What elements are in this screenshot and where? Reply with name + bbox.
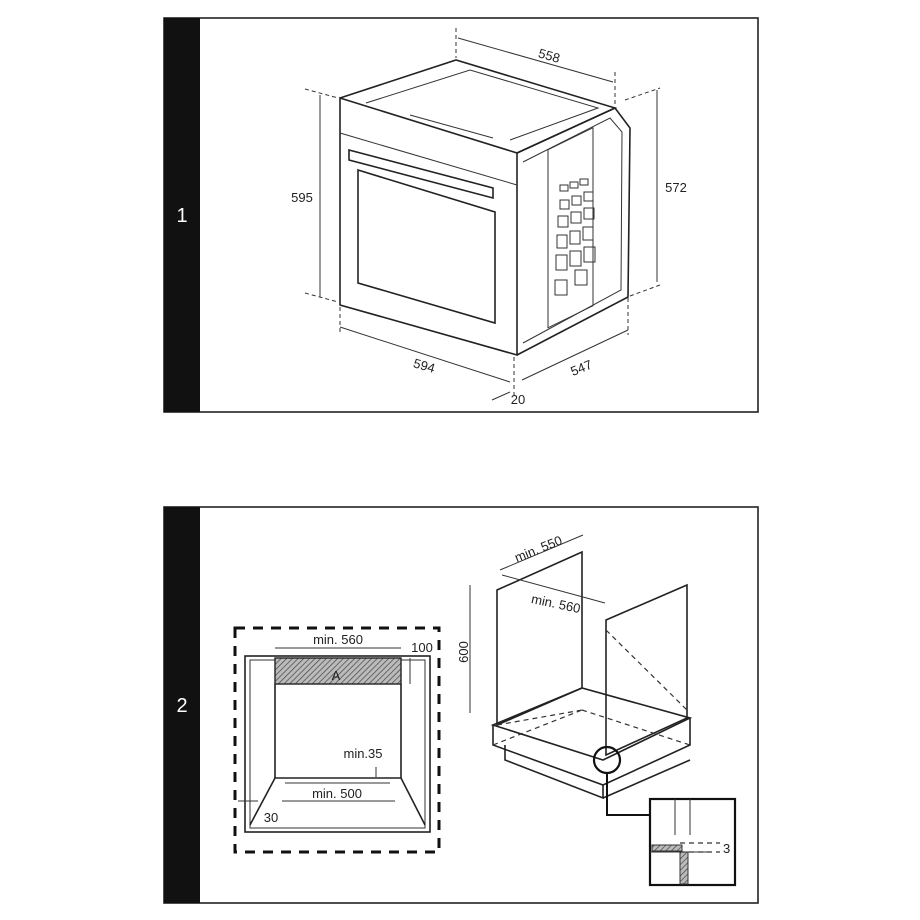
dim-min-500: min. 500 [312, 786, 362, 801]
vent-label-a: A [332, 668, 341, 683]
dim-3: 3 [723, 841, 730, 856]
dim-30: 30 [264, 810, 278, 825]
dim-min-550: min. 550 [512, 533, 564, 566]
panel-2-number-band [164, 507, 200, 903]
panel-2-number: 2 [176, 695, 187, 717]
dim-572: 572 [665, 180, 687, 195]
oven-drawing: 558 595 572 594 547 20 [291, 28, 687, 407]
dim-100: 100 [411, 640, 433, 655]
front-view-drawing: min. 560 100 A min.35 min. 500 30 [233, 626, 441, 854]
detail-inset: 3 [648, 797, 737, 887]
vent-area-a [274, 657, 402, 685]
dim-600: 600 [456, 641, 471, 663]
panel-1-number: 1 [176, 205, 187, 227]
panel-1-number-band [164, 18, 200, 412]
panel-2: 2 min. 560 100 A min.35 min. 500 30 [163, 506, 759, 904]
dim-min-560-front: min. 560 [313, 632, 363, 647]
dim-595: 595 [291, 190, 313, 205]
control-keys [554, 178, 596, 296]
dim-min-35: min.35 [343, 746, 382, 761]
panel-1-frame [163, 17, 759, 413]
dim-594: 594 [412, 355, 437, 375]
dim-547: 547 [568, 357, 594, 379]
cabinet-drawing: 600 min. 550 min. 560 [456, 533, 693, 816]
dim-558: 558 [537, 45, 562, 65]
dim-20: 20 [511, 392, 525, 407]
panel-1: 1 [163, 17, 759, 413]
